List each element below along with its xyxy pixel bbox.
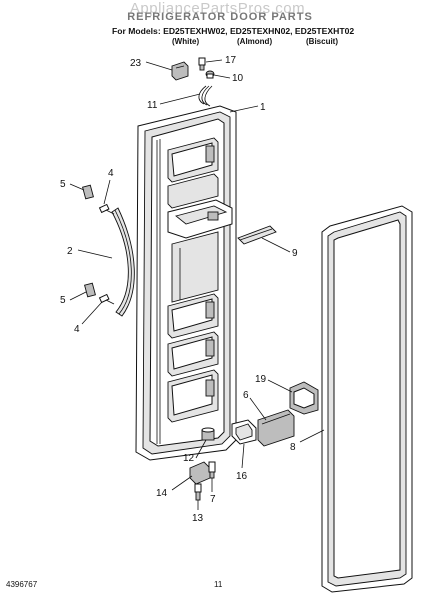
callout-10: 10	[232, 73, 244, 84]
part-4-screws	[98, 203, 115, 305]
part-9-rail	[237, 225, 277, 245]
callout-19: 19	[255, 374, 267, 385]
callout-labels: 23 17 10 11 1 4 5 2 5 4 9 19 6 8 12 16 1…	[60, 55, 298, 524]
part-13-screw	[194, 483, 202, 501]
color-biscuit: (Biscuit)	[306, 37, 338, 46]
part-10-bushing	[205, 70, 215, 79]
watermark: AppliancePartsPros.com	[129, 0, 306, 17]
callout-1: 1	[260, 102, 266, 113]
model-list: For Models: ED25TEXHW02, ED25TEXHN02, ED…	[112, 26, 355, 36]
callout-14: 14	[156, 488, 168, 499]
part-16-clip	[231, 419, 257, 445]
callout-12: 12	[183, 453, 195, 464]
page-number: 11	[214, 580, 223, 589]
callout-5-lower: 5	[60, 295, 66, 306]
color-almond: (Almond)	[237, 37, 273, 46]
part-6-cover	[257, 409, 295, 447]
part-8-gasket	[321, 205, 413, 593]
callout-16: 16	[236, 471, 248, 482]
color-white: (White)	[172, 37, 200, 46]
callout-4-lower: 4	[74, 324, 80, 335]
callout-8: 8	[290, 442, 296, 453]
part-2-handle	[111, 207, 135, 317]
door-assembly	[135, 105, 237, 461]
part-7-pin	[208, 461, 216, 479]
callout-6: 6	[243, 390, 249, 401]
part-17-screw	[198, 57, 206, 71]
part-14-hinge	[189, 461, 211, 485]
callout-23: 23	[130, 58, 142, 69]
part-19-bracket	[289, 381, 319, 415]
part-5-handle-caps	[82, 184, 96, 298]
diagram-title: REFRIGERATOR DOOR PARTS	[127, 11, 313, 23]
part-11-wire-harness	[198, 85, 213, 107]
callout-5-upper: 5	[60, 179, 66, 190]
part-23-connector	[171, 61, 189, 81]
callout-13: 13	[192, 513, 204, 524]
leader-lines	[69, 59, 325, 510]
callout-7: 7	[210, 494, 216, 505]
callout-17: 17	[225, 55, 237, 66]
document-number: 4396767	[6, 580, 38, 589]
callout-11: 11	[147, 100, 158, 111]
callout-4-upper: 4	[108, 168, 114, 179]
callout-2: 2	[67, 246, 73, 257]
callout-9: 9	[292, 248, 298, 259]
